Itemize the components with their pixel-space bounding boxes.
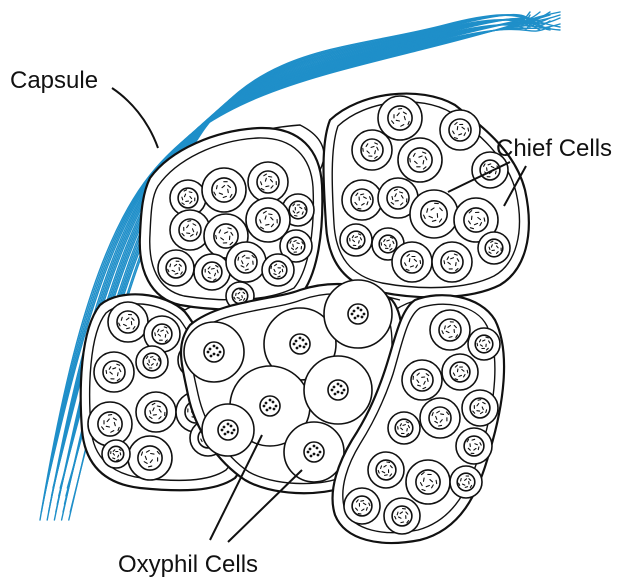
chief-cell-nucleus xyxy=(475,335,493,353)
chief-cell-nucleus xyxy=(411,369,433,391)
chief-cell-nucleus xyxy=(361,139,383,161)
chief-cell-nucleus xyxy=(214,224,238,248)
chief-cell xyxy=(136,346,168,378)
chief-cell-nucleus xyxy=(376,460,396,480)
chief-cell-nucleus xyxy=(450,362,470,382)
chief-cell xyxy=(392,242,432,282)
chief-cell xyxy=(398,138,442,182)
chief-cell xyxy=(352,130,392,170)
oxyphil-cell xyxy=(184,322,244,382)
chief-cell xyxy=(420,398,460,438)
chief-cell-nucleus xyxy=(449,119,471,141)
chief-cell-nucleus xyxy=(179,219,201,241)
chief-cell xyxy=(102,440,130,468)
chief-cell-nucleus xyxy=(387,187,409,209)
chief-cell xyxy=(456,428,492,464)
chief-cell xyxy=(462,390,498,426)
chief-cell xyxy=(430,310,470,350)
chief-cell xyxy=(410,190,458,238)
chief-cell-nucleus xyxy=(289,201,307,219)
chief-cell xyxy=(158,250,194,286)
chief-cell xyxy=(478,232,510,264)
chief-cell xyxy=(136,392,176,432)
oxyphil-cells-label: Oxyphil Cells xyxy=(118,551,258,578)
chief-cell-nucleus xyxy=(470,398,490,418)
chief-cell-nucleus xyxy=(388,106,412,130)
oxyphil-cell xyxy=(284,422,344,482)
chief-cell xyxy=(340,224,372,256)
chief-cell-nucleus xyxy=(269,261,287,279)
chief-cell-nucleus xyxy=(351,189,373,211)
chief-cells-label: Chief Cells xyxy=(496,135,612,162)
chief-cell xyxy=(342,180,382,220)
chief-cell xyxy=(170,210,210,250)
chief-cell xyxy=(406,460,450,504)
chief-cell xyxy=(442,354,478,390)
chief-cell xyxy=(402,360,442,400)
chief-cell xyxy=(226,242,266,282)
oxyphil-cell xyxy=(304,356,372,424)
chief-cell xyxy=(440,110,480,150)
chief-cell xyxy=(202,168,246,212)
chief-cell xyxy=(388,412,420,444)
oxyphil-cell xyxy=(324,280,392,348)
capsule-pointer xyxy=(112,88,158,148)
chief-cell xyxy=(194,254,230,290)
chief-cell xyxy=(450,466,482,498)
chief-cell xyxy=(128,436,172,480)
chief-cell-nucleus xyxy=(145,401,167,423)
chief-cell-nucleus xyxy=(352,496,372,516)
chief-cell-nucleus xyxy=(401,251,423,273)
chief-cell-nucleus xyxy=(98,412,122,436)
chief-cell xyxy=(94,352,134,392)
chief-cell xyxy=(384,498,420,534)
chief-cell xyxy=(88,402,132,446)
chief-cell xyxy=(248,162,288,202)
chief-cell xyxy=(378,96,422,140)
chief-cell xyxy=(432,242,472,282)
chief-cell xyxy=(344,488,380,524)
lobule-chief-top-right xyxy=(324,94,529,298)
chief-cell xyxy=(108,302,148,342)
chief-cell-nucleus xyxy=(421,201,447,227)
oxyphil-cell xyxy=(202,404,254,456)
capsule-label: Capsule xyxy=(10,67,98,94)
chief-cell xyxy=(468,328,500,360)
chief-cell-nucleus xyxy=(485,239,503,257)
chief-cell xyxy=(262,254,294,286)
chief-cell xyxy=(368,452,404,488)
chief-cell-nucleus xyxy=(408,148,432,172)
